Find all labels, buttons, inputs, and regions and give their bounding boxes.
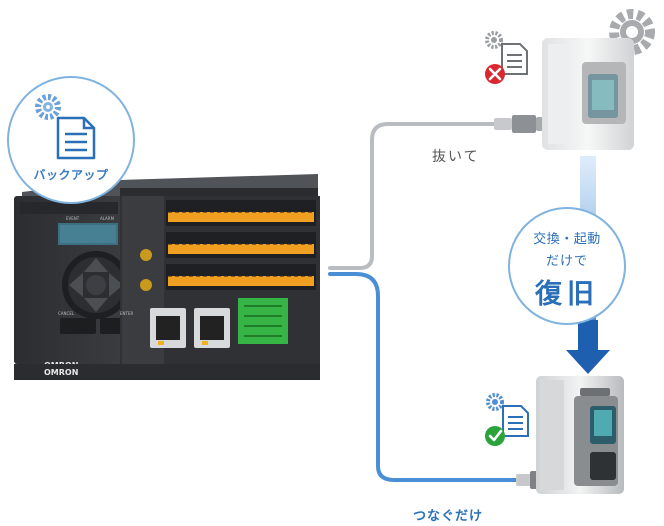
recovery-bubble xyxy=(508,207,626,325)
bubble-line-1: 交換・起動 xyxy=(533,232,601,247)
backup-badge xyxy=(7,76,135,204)
svg-text:OMRON: OMRON xyxy=(44,368,78,377)
controller-unit: OMRON GR-1LMT6C-RELP EVENT ALARM CANCEL … xyxy=(14,174,320,380)
gear-icon xyxy=(485,31,503,49)
ethernet-ports xyxy=(150,308,230,348)
green-terminal xyxy=(238,298,288,344)
backup-label: バックアップ xyxy=(33,168,109,182)
gear-icon xyxy=(486,393,504,411)
bubble-line-2: だけで xyxy=(545,254,588,269)
old-sensor xyxy=(542,38,634,150)
terminal-blocks xyxy=(166,200,316,290)
failed-config-icon xyxy=(485,31,528,84)
control-pad xyxy=(62,251,130,319)
arrow-down-icon xyxy=(566,320,610,374)
svg-text:CANCEL: CANCEL xyxy=(58,311,75,316)
connect-label: つなぐだけ xyxy=(413,509,484,524)
unplug-label: 抜いて xyxy=(432,149,480,165)
gear-icon xyxy=(35,94,61,120)
document-icon xyxy=(502,405,529,437)
blue-cable xyxy=(328,272,520,482)
bubble-line-3: 復旧 xyxy=(535,279,599,310)
svg-text:ENTER: ENTER xyxy=(120,311,133,316)
svg-text:EVENT: EVENT xyxy=(66,216,80,221)
new-sensor xyxy=(536,376,624,494)
check-icon xyxy=(485,426,505,446)
svg-text:ALARM: ALARM xyxy=(100,216,115,221)
document-icon xyxy=(501,43,528,75)
gray-cable xyxy=(328,122,510,270)
gray-cable-connector xyxy=(494,115,546,133)
restored-config-icon xyxy=(485,393,529,446)
error-icon xyxy=(485,64,505,84)
document-icon xyxy=(56,116,96,160)
